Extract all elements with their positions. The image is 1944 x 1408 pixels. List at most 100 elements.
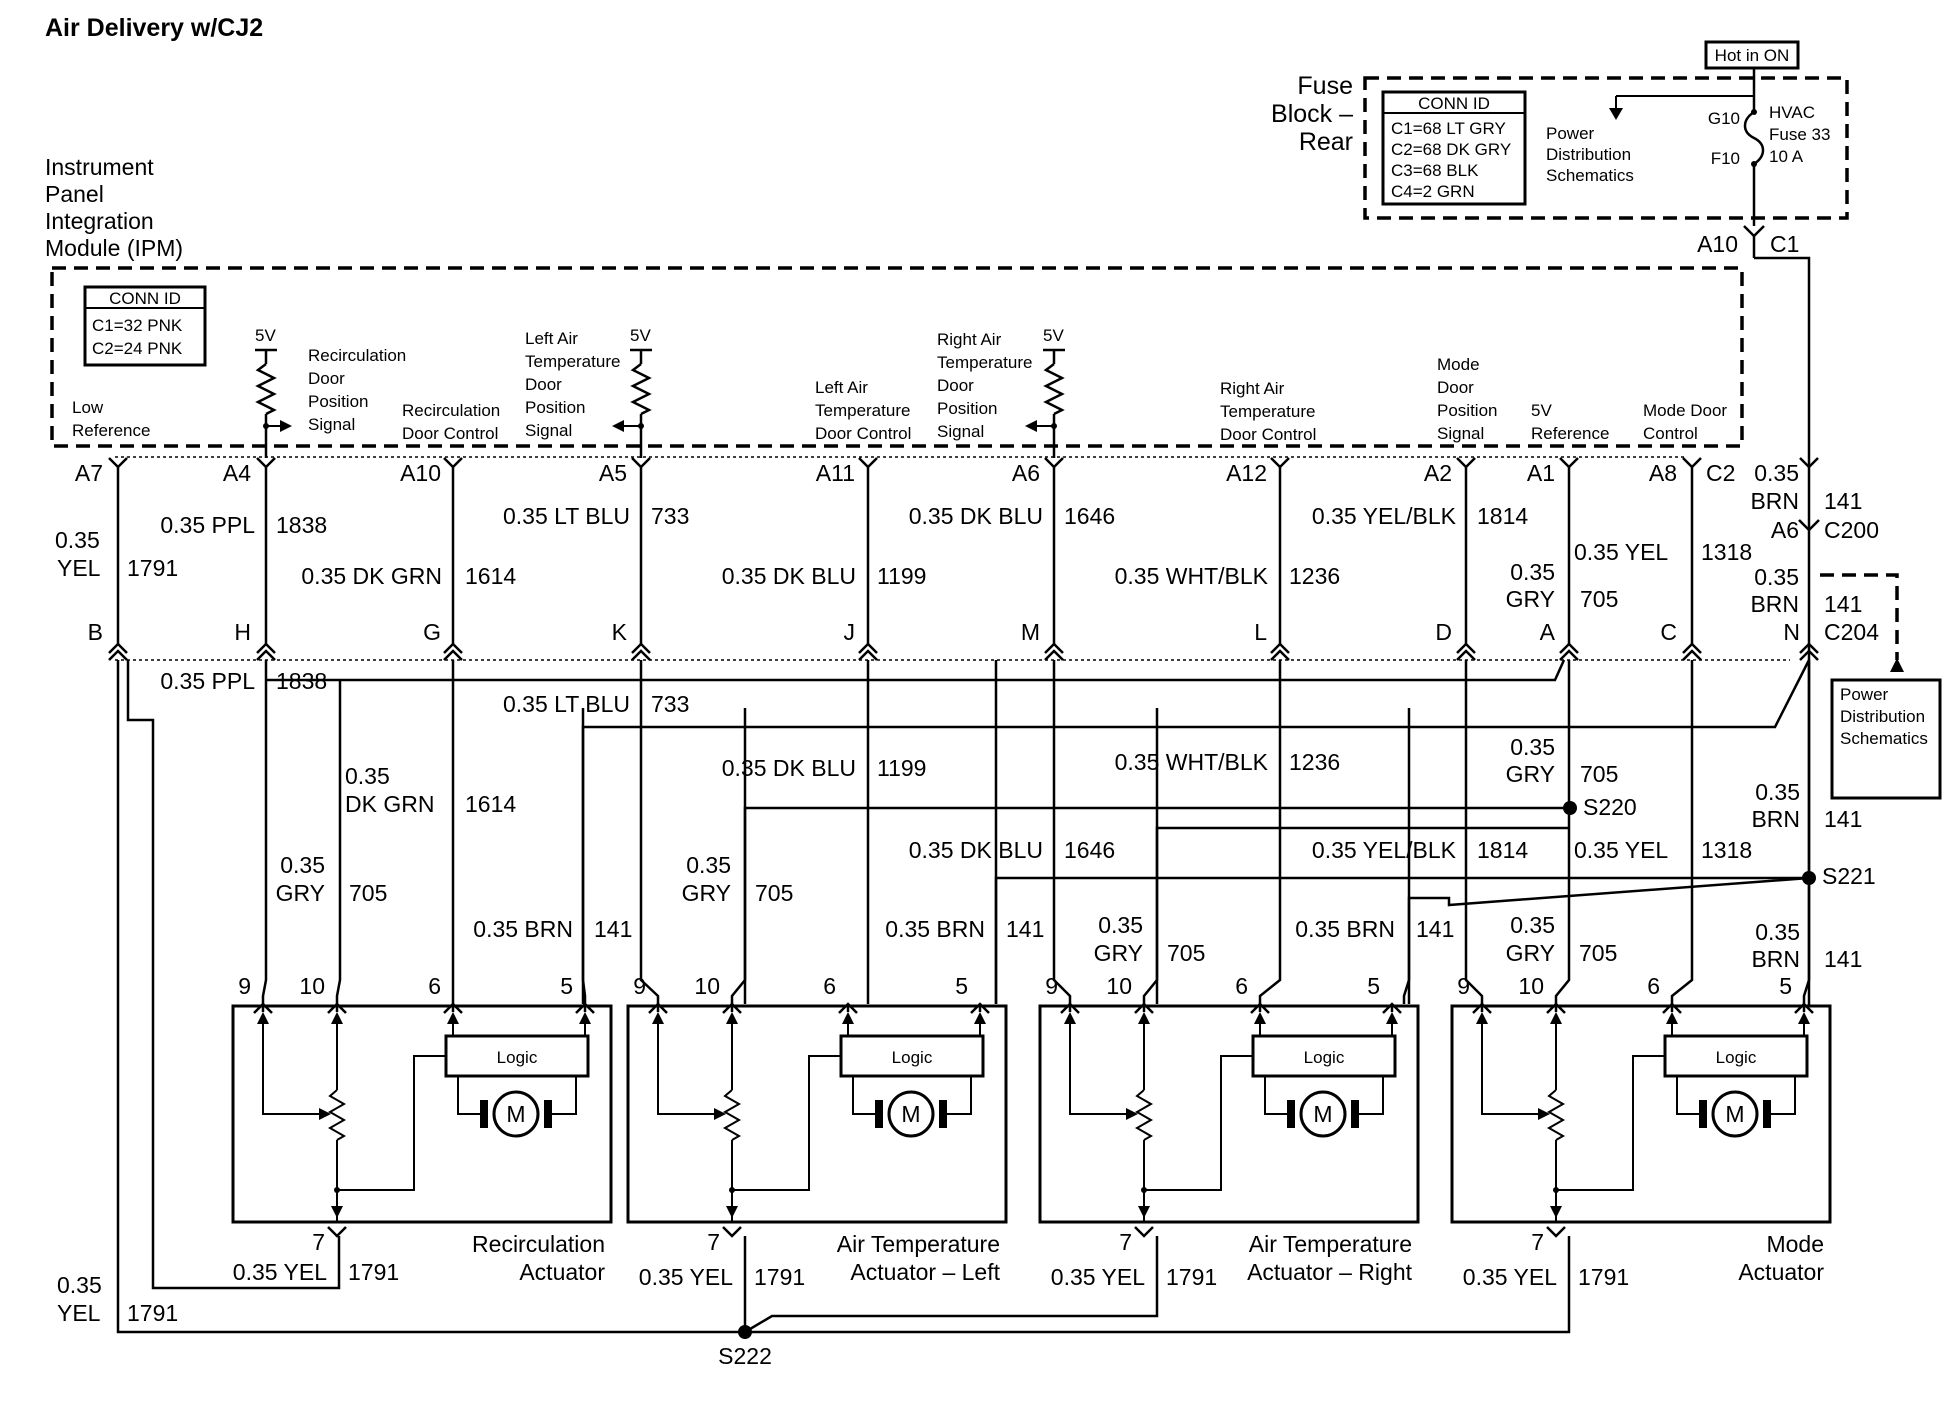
- pin-a6-label: A6: [1012, 460, 1040, 486]
- ipm-outline: [50, 266, 1744, 448]
- fuse-pds-2: Distribution: [1546, 145, 1631, 164]
- pin-c-label: C: [1660, 619, 1677, 645]
- motor-brush-icon: [1699, 1100, 1707, 1128]
- fuse-block-rear: Fuse Block – Rear CONN ID C1=68 LT GRY C…: [1271, 40, 1849, 1006]
- actuator-pin-label: 10: [1518, 973, 1544, 999]
- mode-pos-label-2: Door: [1437, 378, 1474, 397]
- ipm-conn-id-title: CONN ID: [109, 289, 181, 308]
- wiper-wire: [262, 1024, 323, 1115]
- wire-label: 0.35 YEL: [1051, 1264, 1145, 1290]
- connector-terminal: [1044, 649, 1064, 661]
- wire-label: 0.35 DK BLU: [722, 563, 856, 589]
- wire-label: 141: [1824, 591, 1862, 617]
- pin-a12-label: A12: [1226, 460, 1267, 486]
- wire-label: 1838: [276, 668, 327, 694]
- wire-label: 1199: [877, 563, 926, 589]
- pds-arrow-icon: [1609, 108, 1623, 120]
- feed-wire: [1142, 708, 1159, 1004]
- connector-terminal: [631, 457, 651, 469]
- actuator-pin-label: 9: [633, 973, 646, 999]
- wiper-arrow-icon: [714, 1108, 726, 1120]
- right-pos-label-4: Position: [937, 399, 997, 418]
- wire-label: 1646: [1064, 837, 1115, 863]
- pin7-label: 7: [707, 1229, 720, 1255]
- pds-arrow-up-icon: [1890, 658, 1904, 672]
- right-ctrl-label-1: Right Air: [1220, 379, 1285, 398]
- right-ctrl-label-2: Temperature: [1220, 402, 1315, 421]
- feed-wire: [1052, 660, 1072, 1004]
- wire-label: 0.35: [1755, 919, 1800, 945]
- internal-wire: [546, 1076, 577, 1115]
- motor-brush-icon: [480, 1100, 488, 1128]
- left-ctrl-label-1: Left Air: [815, 378, 868, 397]
- pin-a5-label: A5: [599, 460, 627, 486]
- wire-label: 1791: [348, 1259, 399, 1285]
- fuse-conn-id-title: CONN ID: [1418, 94, 1490, 113]
- recirc-pos-label-1: Recirculation: [308, 346, 406, 365]
- wire-label: 1791: [754, 1264, 805, 1290]
- pullup-5v-label: 5V: [255, 326, 276, 345]
- feed-wire: [1554, 660, 1571, 1004]
- feed-wire: [1802, 660, 1811, 1004]
- actuator-pin-label: 6: [1647, 973, 1660, 999]
- ipm-label-1: Instrument: [45, 154, 154, 180]
- ipm-label-3: Integration: [45, 208, 154, 234]
- wire-label: 0.35: [57, 1272, 102, 1298]
- wire-label: 733: [651, 691, 689, 717]
- wire-1791-recirc-loop: [126, 660, 341, 1290]
- low-reference-label-2: Reference: [72, 421, 150, 440]
- motor-label: M: [1725, 1101, 1744, 1127]
- terminal-arrow-icon: [1386, 1012, 1398, 1024]
- connector-terminal: [722, 1226, 742, 1238]
- fuse-conn-id-box: [1381, 90, 1527, 206]
- left-pos-label-5: Signal: [525, 421, 572, 440]
- signal-arrow-icon: [1025, 420, 1037, 432]
- actuator-pin-label: 5: [1367, 973, 1380, 999]
- feed-wire: [1402, 708, 1411, 1004]
- recirc-pos-label-2: Door: [308, 369, 345, 388]
- wire-label: 0.35: [1754, 564, 1799, 590]
- wire-label: 1791: [127, 1300, 178, 1326]
- right-pos-label-2: Temperature: [937, 353, 1032, 372]
- left-pos-label-3: Door: [525, 375, 562, 394]
- ipm-module: Instrument Panel Integration Module (IPM…: [45, 154, 1744, 458]
- ipm-label-2: Panel: [45, 181, 104, 207]
- logic-label: Logic: [892, 1048, 933, 1067]
- motor-brush-icon: [875, 1100, 883, 1128]
- pin-a11-label: A11: [816, 460, 855, 486]
- wire-label: 705: [1579, 940, 1617, 966]
- connector-terminal: [1799, 457, 1819, 469]
- wire-label: 0.35: [1510, 912, 1555, 938]
- actuator-name-1: Mode: [1766, 1231, 1824, 1257]
- wire-label: 141: [594, 916, 632, 942]
- feed-wire: [261, 660, 268, 1004]
- wire-label: 141: [1824, 806, 1862, 832]
- pin-g-label: G: [423, 619, 441, 645]
- fuse-block-label-1: Fuse: [1297, 72, 1353, 100]
- wire-label: 1318: [1701, 539, 1752, 565]
- fuse-block-outline: [1363, 76, 1849, 220]
- motor-label: M: [506, 1101, 525, 1127]
- wire-label: 0.35: [280, 852, 325, 878]
- ipm-harness-columns: [108, 457, 1819, 661]
- wiper-wire: [1069, 1024, 1130, 1115]
- motor-brush-icon: [544, 1100, 552, 1128]
- potentiometer-icon: [327, 1089, 347, 1141]
- terminal-arrow-icon: [331, 1206, 343, 1218]
- connector-terminal: [1799, 649, 1819, 661]
- pin-a1-label: A1: [1527, 460, 1555, 486]
- wire-label: 1236: [1289, 749, 1340, 775]
- motor-icon: [887, 1090, 935, 1138]
- fuse-block-label-2: Block –: [1271, 100, 1353, 128]
- right-ctrl-label-3: Door Control: [1220, 425, 1316, 444]
- pds-right-1: Power: [1840, 685, 1889, 704]
- motor-brush-icon: [1287, 1100, 1295, 1128]
- connector-terminal: [1546, 1226, 1566, 1238]
- ipm-conn-c2: C2=24 PNK: [92, 339, 183, 358]
- internal-wire: [1676, 1076, 1705, 1115]
- actuator-feed-wires: [261, 660, 1811, 1004]
- mode-pos-label-1: Mode: [1437, 355, 1480, 374]
- wire-label: 0.35 DK BLU: [909, 837, 1043, 863]
- wiper-arrow-icon: [1538, 1108, 1550, 1120]
- right-pos-label-1: Right Air: [937, 330, 1002, 349]
